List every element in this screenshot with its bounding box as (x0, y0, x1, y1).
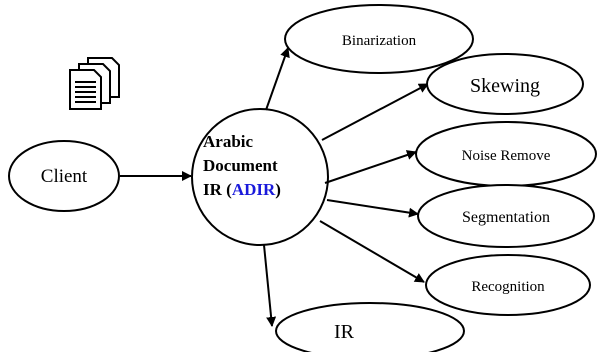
center-line3-suffix: ) (275, 180, 281, 199)
center-line3-highlight: ADIR (232, 180, 276, 199)
skewing-label: Skewing (470, 75, 540, 97)
binarization-ellipse (284, 4, 474, 74)
center-circle (191, 108, 329, 246)
skewing-node: Skewing (426, 53, 584, 115)
arrow-to-recognition (319, 220, 425, 283)
arrow-to-binarization (265, 47, 290, 111)
skewing-ellipse (426, 53, 584, 115)
ir-node: IR (275, 302, 465, 352)
arrow-to-noise-remove (324, 150, 417, 184)
ir-ellipse (275, 302, 465, 352)
segmentation-ellipse (417, 184, 595, 248)
arrow-to-skewing (321, 83, 429, 141)
documents-icon (69, 57, 120, 110)
center-line1: Arabic (203, 132, 254, 151)
segmentation-node: Segmentation (417, 184, 595, 248)
client-node: Client (8, 140, 120, 212)
client-ellipse (8, 140, 120, 212)
ir-label: IR (334, 321, 355, 343)
segmentation-label: Segmentation (462, 209, 550, 226)
center-line2: Document (203, 156, 278, 175)
recognition-label: Recognition (471, 279, 545, 295)
noise-remove-label: Noise Remove (462, 148, 551, 164)
binarization-node: Binarization (284, 4, 474, 74)
noise-remove-node: Noise Remove (415, 121, 597, 187)
arrow-to-ir (263, 244, 277, 327)
recognition-ellipse (425, 254, 591, 316)
center-line3: IR (ADIR) (203, 180, 281, 199)
arrow-to-segmentation (326, 199, 419, 218)
binarization-label: Binarization (342, 33, 417, 49)
center-node: Arabic Document IR (ADIR) (191, 108, 329, 246)
client-label: Client (41, 166, 88, 187)
recognition-node: Recognition (425, 254, 591, 316)
center-line3-prefix: IR ( (203, 180, 232, 199)
